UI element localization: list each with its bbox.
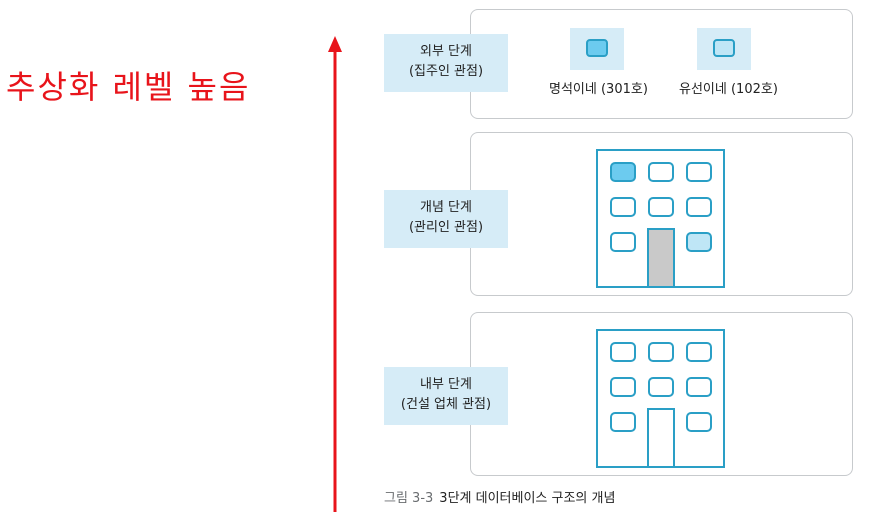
arrow-head (328, 36, 342, 52)
door (647, 228, 675, 288)
abstraction-level-title: 추상화 레벨 높음 (6, 68, 251, 106)
window-301 (610, 162, 636, 182)
internal-level-label: 내부 단계 (건설 업체 관점) (384, 367, 508, 425)
window (648, 162, 674, 182)
window (610, 377, 636, 397)
conceptual-level-view: (관리인 관점) (408, 220, 484, 235)
unit-301-window (586, 39, 608, 57)
figure-caption: 그림 3-3 3단계 데이터베이스 구조의 개념 (384, 487, 615, 506)
window (648, 342, 674, 362)
internal-level-view: (건설 업체 관점) (400, 397, 492, 412)
figure-caption-text: 3단계 데이터베이스 구조의 개념 (439, 491, 616, 506)
building-conceptual-icon (596, 149, 725, 288)
unit-301-icon (570, 28, 624, 70)
window (610, 197, 636, 217)
external-level-panel (470, 9, 853, 119)
window (610, 232, 636, 252)
window (610, 412, 636, 432)
window (686, 197, 712, 217)
external-level-label: 외부 단계 (집주인 관점) (384, 34, 508, 92)
external-level-name: 외부 단계 (420, 44, 472, 59)
window (686, 412, 712, 432)
window (686, 162, 712, 182)
window-102 (686, 232, 712, 252)
abstraction-arrow (328, 36, 342, 512)
unit-102-icon (697, 28, 751, 70)
unit-301-label: 명석이네 (301호) (549, 82, 648, 97)
window (648, 197, 674, 217)
window (648, 377, 674, 397)
figure-number: 그림 3-3 (384, 491, 434, 506)
conceptual-level-name: 개념 단계 (420, 200, 472, 215)
window (686, 377, 712, 397)
window (610, 342, 636, 362)
door (647, 408, 675, 468)
building-internal-icon (596, 329, 725, 468)
unit-102-label: 유선이네 (102호) (679, 82, 778, 97)
external-level-view: (집주인 관점) (408, 64, 484, 79)
internal-level-name: 내부 단계 (420, 377, 472, 392)
conceptual-level-label: 개념 단계 (관리인 관점) (384, 190, 508, 248)
window (686, 342, 712, 362)
unit-102-window (713, 39, 735, 57)
